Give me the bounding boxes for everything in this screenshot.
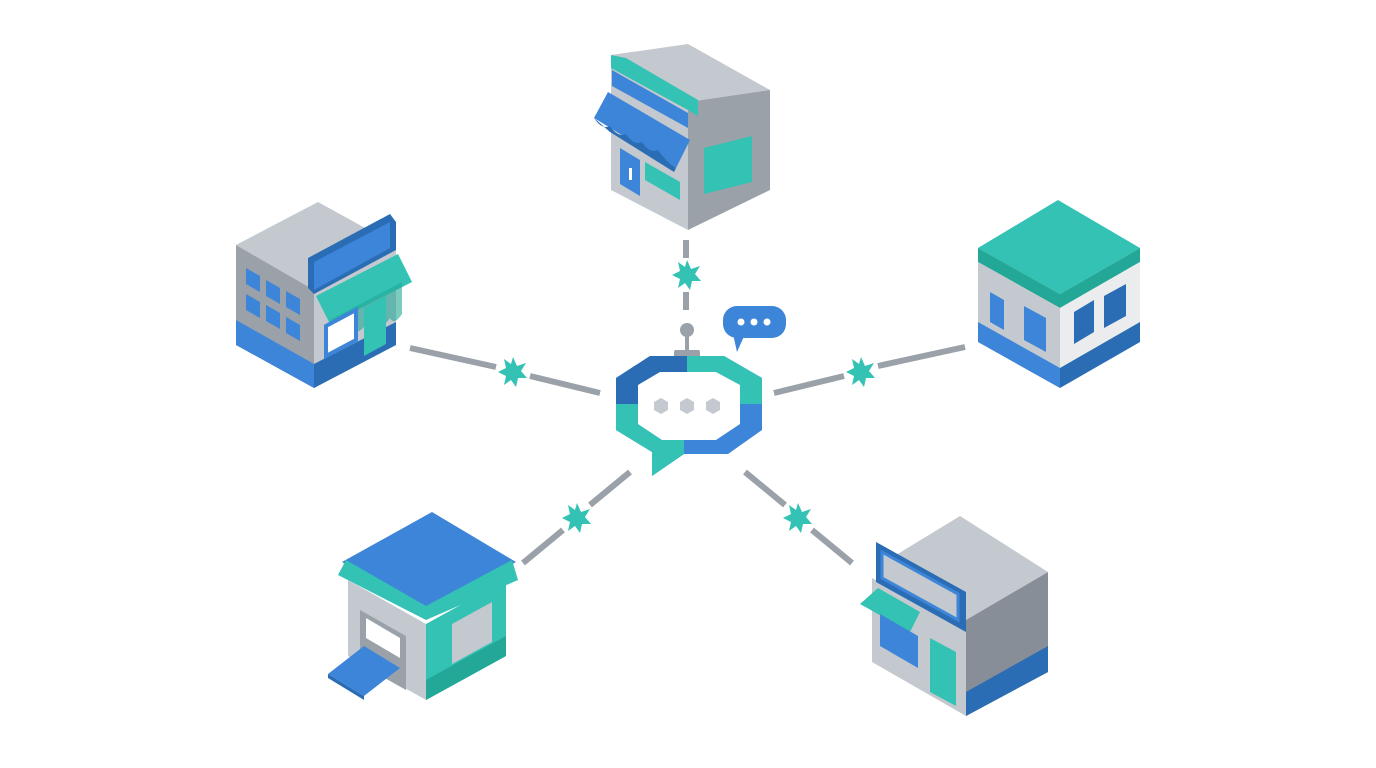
shop-sign-building-icon	[860, 516, 1048, 716]
connector-right	[773, 344, 966, 396]
chat-reply-bubble-icon	[723, 306, 786, 352]
sparkle-star-icon	[498, 357, 527, 387]
awning-scallops	[594, 118, 676, 172]
sparkle-star-icon	[672, 260, 701, 290]
market-stall-icon	[328, 512, 518, 700]
warehouse-building-icon	[978, 200, 1140, 388]
sparkle-star-icon	[783, 503, 812, 533]
connector-left	[409, 345, 601, 396]
connector-stars	[498, 260, 875, 533]
building-windows	[246, 268, 300, 341]
typing-dots-icon	[654, 398, 720, 414]
chatbot-hub	[616, 306, 786, 476]
office-building-awning-icon	[236, 202, 412, 388]
sparkle-star-icon	[846, 357, 875, 387]
storefront-awning-icon	[594, 44, 770, 230]
connectors	[409, 240, 966, 566]
sparkle-star-icon	[562, 503, 591, 533]
chatbot-speech-bubble-icon	[616, 356, 762, 476]
antenna-icon	[674, 323, 700, 358]
connector-bottom-right	[743, 469, 854, 566]
connector-bottom-left	[521, 469, 632, 566]
